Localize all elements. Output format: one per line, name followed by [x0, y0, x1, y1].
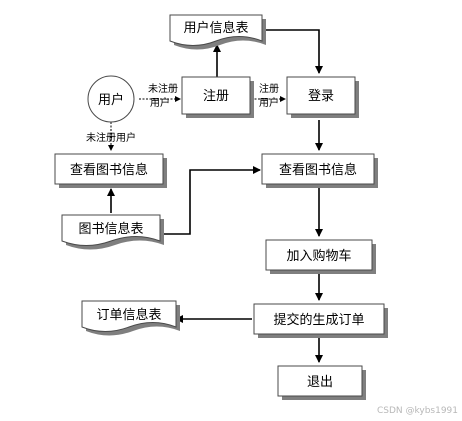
doc-book-info-table: 图书信息表 [61, 214, 164, 250]
node-logout: 退出 [277, 365, 366, 400]
node-register: 注册 [181, 76, 254, 118]
node-submit-order-label: 提交的生成订单 [273, 312, 364, 328]
node-add-to-cart-label: 加入购物车 [286, 248, 351, 264]
edge-label-unregistered-2: 用户 [150, 96, 170, 109]
node-user-label: 用户 [98, 92, 124, 108]
node-register-label: 注册 [203, 89, 229, 104]
doc-order-info-table-label: 订单信息表 [96, 307, 161, 323]
doc-book-info-table-label: 图书信息表 [78, 221, 143, 237]
node-view-books-left: 查看图书信息 [54, 153, 167, 188]
doc-user-info-table-label: 用户信息表 [183, 20, 248, 36]
node-submit-order: 提交的生成订单 [253, 303, 388, 338]
watermark-text: CSDN @kybs1991 [377, 406, 458, 416]
node-logout-label: 退出 [307, 375, 333, 390]
node-view-books-main: 查看图书信息 [261, 153, 378, 188]
node-login-label: 登录 [308, 89, 334, 104]
edge-label-unregistered-1: 未注册 [148, 82, 178, 95]
edge-label-unregistered-below: 未注册用户 [86, 131, 136, 144]
node-view-books-left-label: 查看图书信息 [70, 162, 148, 178]
edge-label-registered-1: 注册 [259, 82, 279, 95]
node-user: 用户 [87, 75, 135, 123]
node-view-books-main-label: 查看图书信息 [279, 162, 357, 178]
edge-label-registered-2: 用户 [259, 96, 279, 109]
node-add-to-cart: 加入购物车 [265, 239, 376, 274]
doc-order-info-table: 订单信息表 [81, 300, 180, 336]
edge-book-table-to-view-books-main [160, 166, 261, 235]
edge-user-table-to-login [262, 29, 323, 74]
node-login: 登录 [286, 76, 359, 118]
doc-user-info-table: 用户信息表 [169, 14, 266, 50]
